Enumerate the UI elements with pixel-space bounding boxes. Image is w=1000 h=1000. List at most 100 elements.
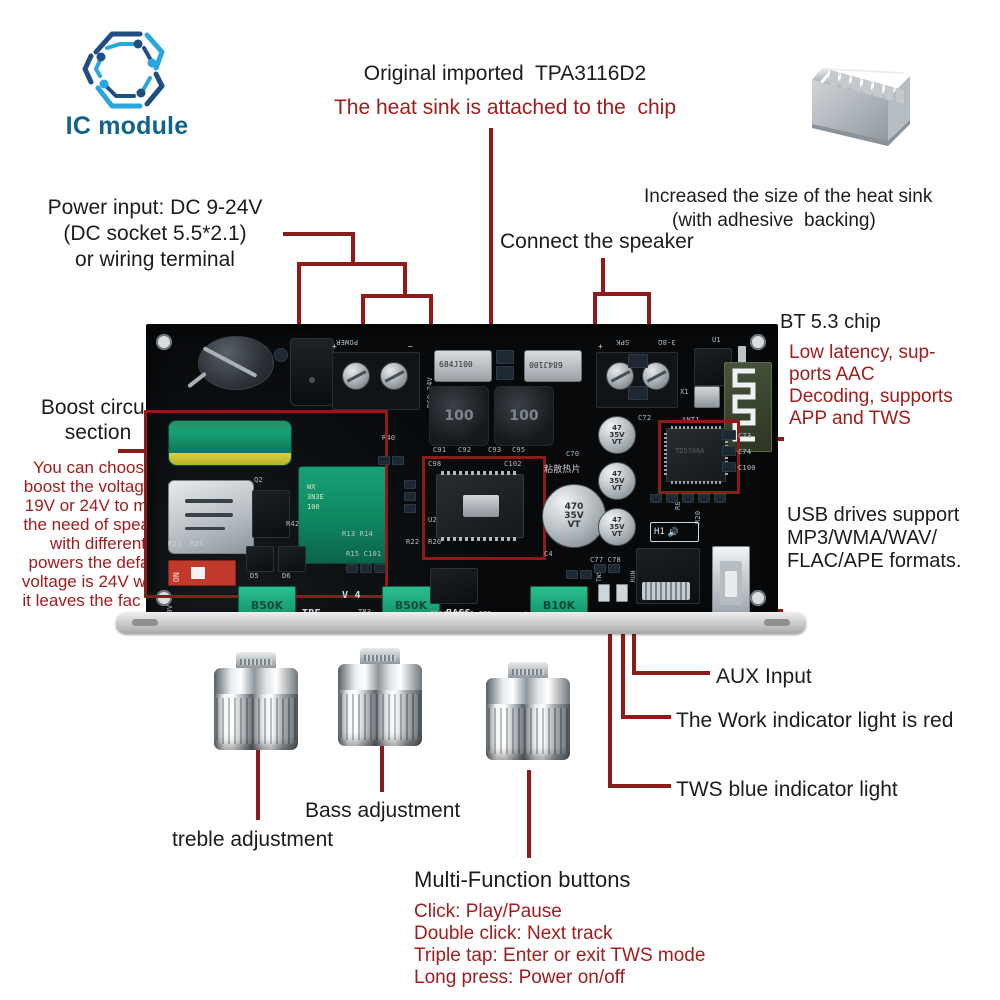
film-capacitor: 684J100 xyxy=(434,350,492,382)
capacitor-47uf: 47 35V VT xyxy=(598,462,636,500)
power-input-line3: or wiring terminal xyxy=(75,248,235,271)
heat-sink-line2: (with adhesive backing) xyxy=(672,210,876,231)
tpa3116d2-amplifier-ic xyxy=(436,471,524,541)
silk-ref-d6: D6 xyxy=(282,572,291,580)
brand-logo: IC module xyxy=(52,22,202,140)
bass-knob[interactable] xyxy=(338,648,422,746)
usb-line2: MP3/WMA/WAV/ xyxy=(787,527,937,549)
boost-note-l2: boost the voltage to xyxy=(23,477,173,496)
silk-speaker-header: SPK xyxy=(616,338,630,346)
mount-hole xyxy=(750,334,766,350)
hexagon-circuit-logo xyxy=(82,31,165,109)
usb-line1: USB drives support xyxy=(787,504,960,526)
power-inductor: 100 xyxy=(429,386,489,446)
silk-power-header: POWER xyxy=(336,338,359,346)
silk-ref-c102: C102 xyxy=(504,460,522,468)
bass-adjust-label: Bass adjustment xyxy=(305,799,461,822)
crystal-oscillator xyxy=(694,386,720,408)
knob-shaft xyxy=(508,662,548,682)
smd-component xyxy=(628,386,648,400)
silk-plus: + xyxy=(598,342,603,351)
pcb-substrate: POWER + − DC9-24V 684J100 684J100 100 10… xyxy=(144,324,778,624)
silk-ref-r40: R40 xyxy=(382,434,396,442)
multifunction-title: Multi-Function buttons xyxy=(414,867,631,892)
bt-chip-note-l2: ports AAC xyxy=(789,364,875,385)
leader-treble-v xyxy=(256,748,260,820)
silk-ref-c74: C74 xyxy=(738,448,752,456)
silk-ref-r15: R15 C101 xyxy=(346,550,382,558)
leader-chip xyxy=(489,128,493,333)
boost-inductor xyxy=(168,480,254,554)
via-pad xyxy=(274,348,288,362)
silk-cap-code-2: 684J100 xyxy=(529,360,563,369)
boost-title-l1: Boost circuit xyxy=(40,396,156,419)
leader-aux-v xyxy=(632,625,636,675)
silk-ref-c72: C72 xyxy=(638,414,652,422)
knob-body xyxy=(338,664,422,746)
silk-minus: − xyxy=(408,342,413,351)
silk-ref-c4: C4 xyxy=(544,550,553,558)
silk-ref-c100: C100 xyxy=(738,464,756,472)
leader-power-h3 xyxy=(361,294,433,298)
boost-note-l5: with different xyxy=(49,534,147,553)
tws-indicator-label: TWS blue indicator light xyxy=(676,778,898,801)
power-input-line1: Power input: DC 9-24V xyxy=(47,196,263,219)
multifunction-volume-knob[interactable] xyxy=(486,662,570,760)
silk-ref-c77: C77 C78 xyxy=(590,556,621,564)
leader-power-v3 xyxy=(403,262,407,296)
smd-component xyxy=(628,354,648,368)
leader-speaker-h1 xyxy=(593,292,651,296)
aux-input-label: AUX Input xyxy=(716,665,812,688)
film-capacitor: 684J100 xyxy=(524,350,582,382)
bt-chip-note-l4: APP and TWS xyxy=(789,408,911,429)
silk-x1: X1 xyxy=(680,388,689,396)
silk-u2: U2 xyxy=(428,516,437,524)
boost-mosfet xyxy=(252,490,290,538)
capacitor-47uf: 47 35V VT xyxy=(598,508,636,546)
leader-multifunction-v xyxy=(527,770,531,858)
capacitor-47uf: 47 35V VT xyxy=(598,416,636,454)
silk-impedance: 3-8Ω xyxy=(658,338,676,346)
pcb-antenna-trace xyxy=(732,368,756,442)
knob-shaft xyxy=(360,648,400,668)
brand-name: IC module xyxy=(65,112,189,140)
boost-capacitor xyxy=(168,420,292,466)
tws-indicator-led xyxy=(598,584,610,602)
silk-ref-c93: C93 xyxy=(488,446,502,454)
smd-component xyxy=(496,366,514,380)
treble-knob[interactable] xyxy=(214,652,298,750)
speaker-terminal-screw[interactable] xyxy=(642,362,670,390)
smd-component xyxy=(496,350,514,364)
aux-jack-contacts xyxy=(642,582,690,600)
silk-ref-r21: R21 R25 xyxy=(168,540,204,548)
silk-ref-r42: R42 xyxy=(286,520,300,528)
mount-hole xyxy=(750,590,766,606)
power-inductor: 100 xyxy=(494,386,554,446)
multifunction-l4: Long press: Power on/off xyxy=(414,967,625,988)
leader-power-v1 xyxy=(351,232,355,264)
speaker-terminal-screw[interactable] xyxy=(606,362,634,390)
leader-tws-v xyxy=(608,600,612,788)
chip-note-label: The heat sink is attached to the chip xyxy=(333,96,677,119)
multifunction-l2: Double click: Next track xyxy=(414,923,613,944)
speaker-icon: 🔊 xyxy=(667,526,680,537)
diode xyxy=(278,546,306,572)
mount-hole xyxy=(156,334,172,350)
leader-work-h xyxy=(621,715,671,719)
voltage-select-dip-switch[interactable] xyxy=(168,560,236,586)
silk-chinese-note: 粘散热片 xyxy=(544,465,581,475)
leader-work-v xyxy=(621,600,625,719)
bt-chip-note-l1: Low latency, sup- xyxy=(789,342,936,363)
silk-u1: U1 xyxy=(712,336,721,344)
silk-ref-r22: R22 R20 xyxy=(406,538,442,546)
treble-adjust-label: treble adjustment xyxy=(172,828,334,851)
speaker-label: Connect the speaker xyxy=(500,230,694,253)
power-terminal-screw[interactable] xyxy=(380,362,408,390)
silk-cap-code-1: 684J100 xyxy=(439,360,473,369)
power-terminal-screw[interactable] xyxy=(342,362,370,390)
mount-hole xyxy=(156,590,172,606)
bt-chip-note-l3: Decoding, supports xyxy=(789,386,953,407)
chip-thermal-pad xyxy=(463,495,499,517)
usb-type-a-port[interactable] xyxy=(712,546,750,620)
